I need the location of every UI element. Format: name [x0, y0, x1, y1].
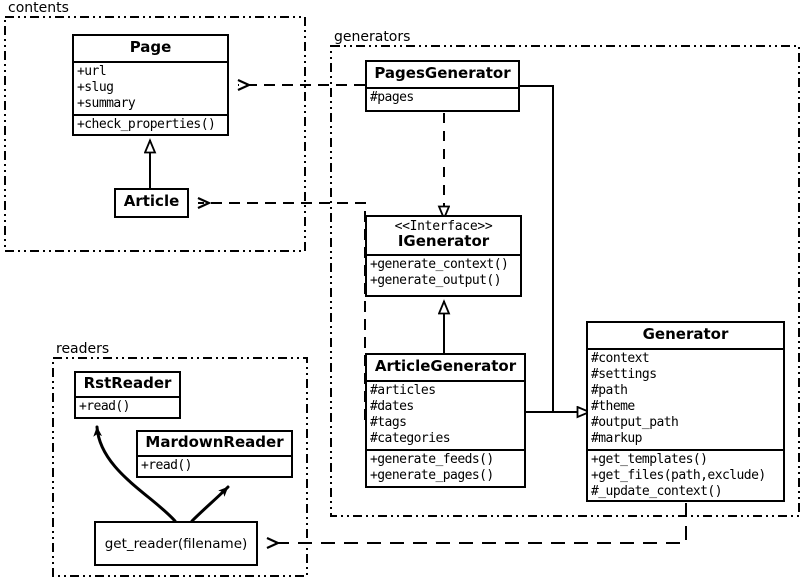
class-attribute: +url [77, 63, 107, 79]
class-separator [76, 395, 179, 398]
package-label-contents: contents [6, 0, 71, 16]
class-attribute: #pages [370, 89, 414, 105]
class-attribute: +summary [77, 95, 136, 111]
class-attributes-generator: #context #settings #path #theme #output_… [588, 350, 783, 449]
package-label-readers: readers [54, 341, 112, 357]
class-methods-generator: +get_templates() +get_files(path,exclude… [588, 451, 783, 502]
class-methods-mardown-reader: +read() [138, 457, 291, 476]
class-separator [367, 448, 524, 451]
class-separator [367, 86, 518, 89]
class-methods-page: +check_properties() [74, 116, 227, 135]
class-attribute: #markup [591, 430, 642, 446]
relationship-generator-to-getreader [267, 503, 687, 543]
class-attribute: #settings [591, 366, 657, 382]
class-name-page: Page [129, 38, 172, 56]
class-methods-rst-reader: +read() [76, 398, 179, 417]
class-name-mardown-reader: MardownReader [145, 433, 284, 451]
package-label-generators: generators [332, 29, 413, 45]
class-name-rst-reader: RstReader [83, 374, 172, 392]
class-method: +get_templates() [591, 451, 708, 467]
class-box-article-generator[interactable]: ArticleGenerator #articles #dates #tags … [365, 353, 526, 488]
class-method: +read() [141, 457, 192, 473]
class-method: +generate_context() [370, 257, 509, 273]
class-attribute: #context [591, 350, 650, 366]
class-method: +generate_output() [370, 273, 502, 289]
class-separator [74, 60, 227, 63]
class-box-generator[interactable]: Generator #context #settings #path #them… [586, 321, 785, 502]
class-method: +read() [79, 398, 130, 414]
class-attribute: #theme [591, 398, 635, 414]
class-name-article-generator: ArticleGenerator [374, 357, 517, 375]
class-attribute: #dates [370, 398, 414, 414]
class-method: +check_properties() [77, 116, 216, 132]
class-separator [138, 454, 291, 457]
class-name-article: Article [123, 192, 180, 210]
class-name-text: IGenerator [397, 231, 490, 250]
class-name-igenerator: <<Interface>> IGenerator [367, 217, 520, 254]
class-attributes-page: +url +slug +summary [74, 63, 227, 114]
class-attribute: #output_path [591, 414, 679, 430]
class-method: +get_files(path,exclude) [591, 467, 766, 483]
class-name-pages-generator: PagesGenerator [374, 64, 511, 82]
class-methods-igenerator: +generate_context() +generate_output() [367, 256, 520, 291]
class-separator [367, 254, 520, 257]
class-stereotype: <<Interface>> [394, 219, 493, 234]
class-name-generator: Generator [642, 325, 729, 343]
class-attribute: #categories [370, 430, 451, 446]
class-attributes-article-generator: #articles #dates #tags #categories [367, 382, 524, 449]
class-methods-article-generator: +generate_feeds() +generate_pages() [367, 451, 524, 486]
class-separator [588, 347, 783, 350]
class-box-igenerator[interactable]: <<Interface>> IGenerator +generate_conte… [365, 215, 522, 297]
class-attribute: +slug [77, 79, 114, 95]
class-box-mardown-reader[interactable]: MardownReader +read() [136, 430, 293, 478]
class-method: +generate_pages() [370, 467, 494, 483]
class-separator [74, 113, 227, 116]
class-box-article[interactable]: Article [114, 188, 189, 218]
relationship-articlegenerator-to-article [198, 203, 366, 420]
class-box-pages-generator[interactable]: PagesGenerator #pages [365, 60, 520, 112]
class-attribute: #articles [370, 382, 436, 398]
class-separator [367, 379, 524, 382]
class-attributes-pages-generator: #pages [367, 89, 518, 108]
class-box-rst-reader[interactable]: RstReader +read() [74, 371, 181, 419]
class-attribute: #tags [370, 414, 407, 430]
function-label-get-reader: get_reader(filename) [104, 535, 248, 552]
class-box-page[interactable]: Page +url +slug +summary +check_properti… [72, 34, 229, 136]
class-attribute: #path [591, 382, 628, 398]
class-method: #_update_context() [591, 483, 723, 499]
class-method: +generate_feeds() [370, 451, 494, 467]
function-box-get-reader[interactable]: get_reader(filename) [94, 521, 258, 566]
class-separator [588, 448, 783, 451]
relationship-getreader-to-mardownreader [190, 485, 230, 523]
